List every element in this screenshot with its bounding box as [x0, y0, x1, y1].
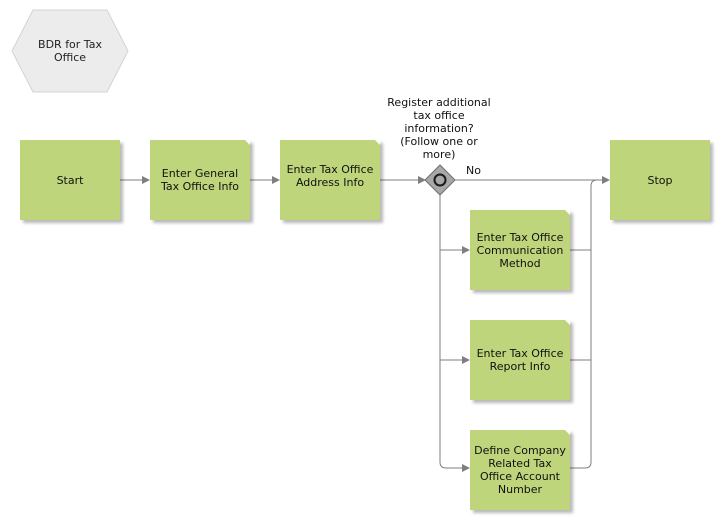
- step-general-info[interactable]: Enter General Tax Office Info: [150, 140, 250, 220]
- gateway-no-label: No: [466, 164, 481, 177]
- step-report-info-label: Enter Tax Office Report Info: [476, 347, 564, 373]
- stop-event[interactable]: Stop: [610, 140, 710, 220]
- step-address-info[interactable]: Enter Tax Office Address Info: [280, 140, 380, 220]
- process-hexagon: [11, 9, 129, 93]
- process-name: BDR for Tax Office: [38, 38, 102, 64]
- step-communication-method[interactable]: Enter Tax Office Communication Method: [470, 210, 570, 290]
- step-account-number[interactable]: Define Company Related Tax Office Accoun…: [470, 430, 570, 510]
- gateway-diamond: [424, 164, 456, 196]
- gateway-question: Register additional tax office informati…: [387, 96, 491, 161]
- gateway-branch-trunk: [439, 195, 447, 469]
- step-report-info[interactable]: Enter Tax Office Report Info: [470, 320, 570, 400]
- step-communication-method-label: Enter Tax Office Communication Method: [476, 230, 564, 270]
- connector-merge-trunk: [570, 179, 598, 469]
- step-general-info-label: Enter General Tax Office Info: [160, 167, 240, 193]
- step-account-number-label: Define Company Related Tax Office Accoun…: [474, 444, 566, 496]
- step-address-info-label: Enter Tax Office Address Info: [286, 163, 374, 189]
- start-event[interactable]: Start: [20, 140, 120, 220]
- stop-label: Stop: [647, 173, 673, 187]
- start-label: Start: [56, 173, 84, 187]
